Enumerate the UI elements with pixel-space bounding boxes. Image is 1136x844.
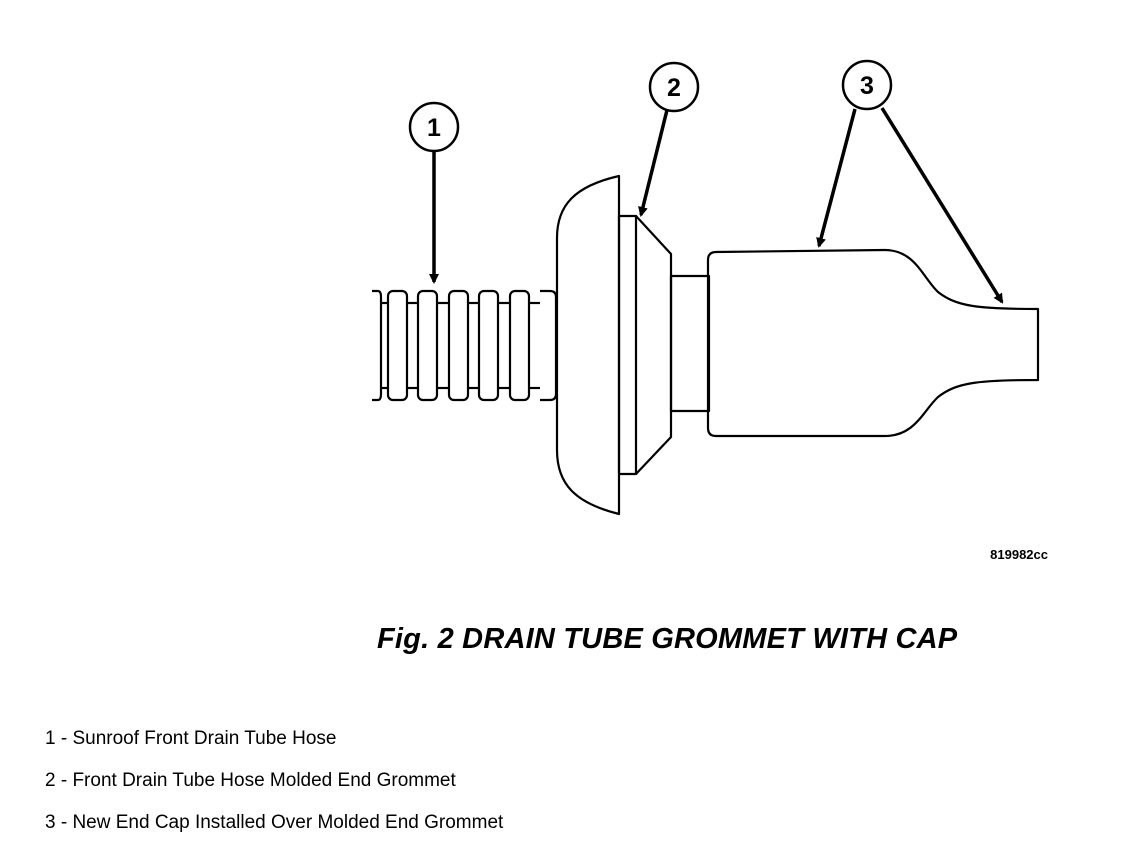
callout-2: 2	[648, 61, 700, 113]
drain-tube-hose	[372, 289, 558, 402]
end-cap	[706, 248, 1040, 438]
legend: 1 - Sunroof Front Drain Tube Hose 2 - Fr…	[45, 718, 503, 844]
figure-caption: Fig. 2 DRAIN TUBE GROMMET WITH CAP	[377, 623, 958, 655]
leader-line-2	[638, 109, 669, 217]
legend-item: 2 - Front Drain Tube Hose Molded End Gro…	[45, 770, 456, 791]
callout-2-number: 2	[667, 74, 681, 102]
molded-end-grommet	[555, 174, 711, 516]
leader-line-3b	[880, 107, 1004, 304]
image-code: 819982cc	[990, 547, 1048, 562]
legend-item: 1 - Sunroof Front Drain Tube Hose	[45, 728, 337, 749]
drain-tube-grommet-diagram: 1 2 3 819982cc	[372, 59, 1048, 562]
leader-line-3a	[816, 108, 857, 248]
callout-3: 3	[841, 59, 893, 111]
callout-1: 1	[408, 101, 460, 153]
legend-item: 3 - New End Cap Installed Over Molded En…	[45, 812, 504, 833]
callout-3-number: 3	[860, 72, 874, 100]
callout-1-number: 1	[427, 114, 441, 142]
